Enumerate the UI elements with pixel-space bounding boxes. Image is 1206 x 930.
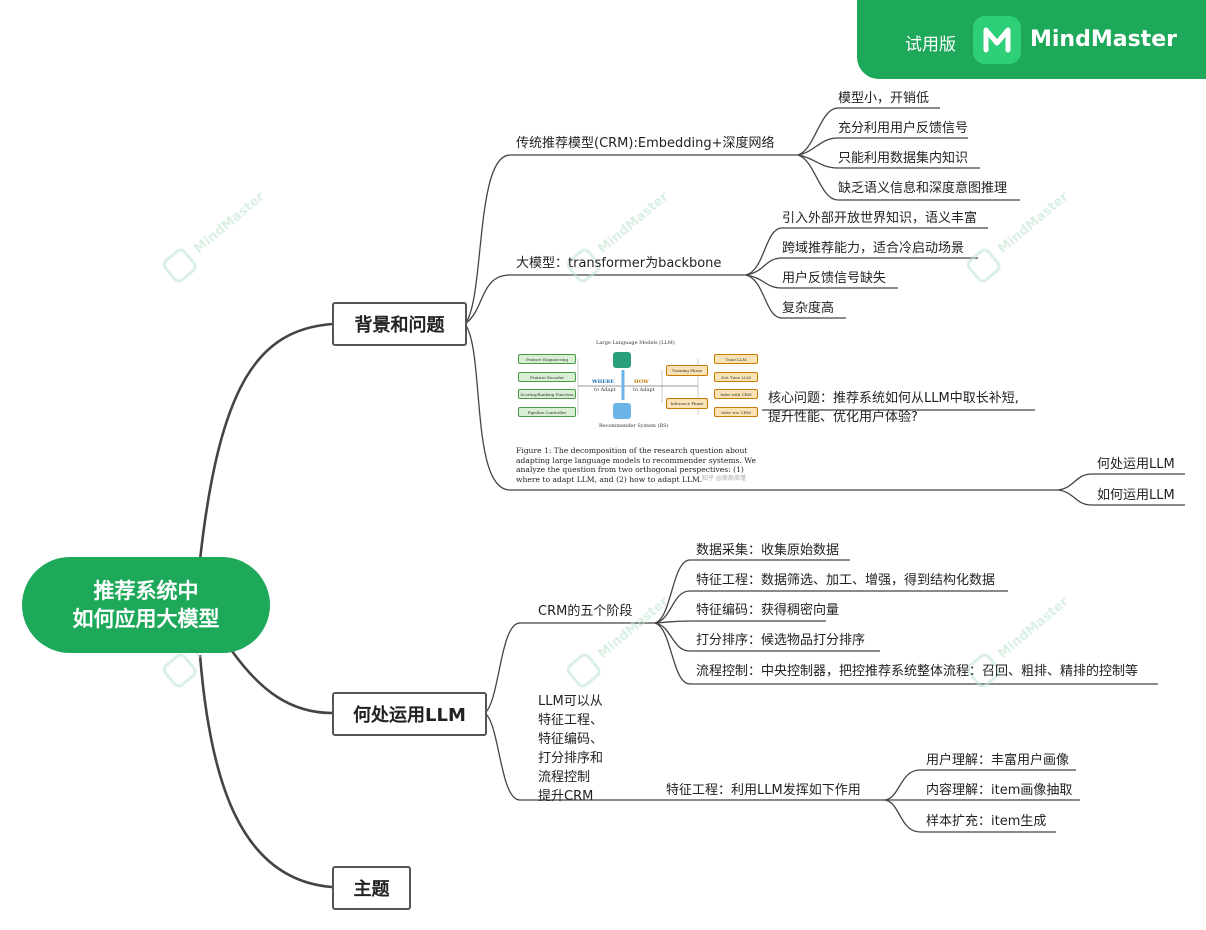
branch-topic-label: 主题 bbox=[353, 879, 390, 900]
branch-topic[interactable]: 主题 bbox=[332, 866, 411, 910]
trial-banner[interactable]: 试用版 MindMaster bbox=[857, 0, 1206, 79]
crm-topic[interactable]: 传统推荐模型(CRM):Embedding+深度网络 bbox=[516, 136, 775, 151]
figure-how-sub: to Adapt bbox=[633, 387, 655, 393]
figure-where-sub: to Adapt bbox=[594, 387, 616, 393]
llm-usage-line: 特征编码、 bbox=[538, 732, 604, 747]
feature-item[interactable]: 样本扩充：item生成 bbox=[926, 814, 1047, 829]
crm-item[interactable]: 缺乏语义信息和深度意图推理 bbox=[838, 181, 1008, 196]
figure-left-box: Scoring/Ranking Function bbox=[518, 389, 576, 399]
figure-diagram bbox=[577, 352, 699, 419]
background-sub-where[interactable]: 何处运用LLM bbox=[1097, 457, 1175, 472]
llm-item[interactable]: 引入外部开放世界知识，语义丰富 bbox=[782, 211, 978, 226]
central-topic-line1: 推荐系统中 bbox=[93, 579, 199, 603]
figure-phase-box: Inference Phase bbox=[666, 398, 708, 409]
crm-stages-topic[interactable]: CRM的五个阶段 bbox=[538, 604, 633, 619]
crm-stage-item[interactable]: 打分排序：候选物品打分排序 bbox=[696, 633, 866, 648]
central-topic[interactable]: 推荐系统中 如何应用大模型 bbox=[22, 557, 270, 653]
branch-where-llm-label: 何处运用LLM bbox=[353, 705, 466, 726]
llm-usage-line: LLM可以从 bbox=[538, 694, 603, 709]
crm-stage-item[interactable]: 特征工程：数据筛选、加工、增强，得到结构化数据 bbox=[696, 573, 996, 588]
figure-bottom-label: Recommender System (RS) bbox=[599, 423, 669, 429]
feature-engineering-topic[interactable]: 特征工程：利用LLM发挥如下作用 bbox=[666, 783, 861, 798]
llm-item[interactable]: 复杂度高 bbox=[782, 301, 835, 316]
paper-figure-image[interactable]: Large Language Models (LLM) Recommender … bbox=[512, 337, 762, 485]
branch-where-llm[interactable]: 何处运用LLM bbox=[332, 692, 487, 736]
core-question-line1[interactable]: 核心问题：推荐系统如何从LLM中取长补短, bbox=[768, 391, 1019, 406]
figure-left-box: Feature Engineering bbox=[518, 354, 576, 364]
figure-right-box: Infer with CRM bbox=[714, 389, 758, 399]
feature-item[interactable]: 用户理解：丰富用户画像 bbox=[926, 753, 1070, 768]
mindmaster-logo-icon bbox=[973, 16, 1021, 64]
central-topic-line2: 如何应用大模型 bbox=[72, 607, 220, 631]
llm-item[interactable]: 跨域推荐能力，适合冷启动场景 bbox=[782, 241, 965, 256]
figure-phase-box: Training Phase bbox=[666, 365, 708, 376]
figure-left-box: Feature Encoder bbox=[518, 372, 576, 382]
figure-where-label: WHERE bbox=[592, 379, 615, 385]
figure-right-box: Not Tune LLM bbox=[714, 372, 758, 382]
figure-right-box: Tune LLM bbox=[714, 354, 758, 364]
llm-usage-line: 流程控制 bbox=[538, 770, 591, 785]
crm-stage-item[interactable]: 流程控制：中央控制器，把控推荐系统整体流程：召回、粗排、精排的控制等 bbox=[696, 664, 1139, 679]
crm-stage-item[interactable]: 特征编码：获得稠密向量 bbox=[696, 603, 840, 618]
figure-left-box: Pipeline Controller bbox=[518, 407, 576, 417]
feature-item[interactable]: 内容理解：item画像抽取 bbox=[926, 783, 1073, 798]
branch-background-label: 背景和问题 bbox=[354, 315, 445, 336]
figure-top-label: Large Language Models (LLM) bbox=[596, 340, 675, 346]
figure-caption: Figure 1: The decomposition of the resea… bbox=[516, 446, 756, 484]
llm-usage-topic[interactable]: LLM可以从 特征工程、 特征编码、 打分排序和 流程控制 提升CRM bbox=[538, 692, 628, 806]
background-sub-how[interactable]: 如何运用LLM bbox=[1097, 488, 1175, 503]
crm-item[interactable]: 充分利用用户反馈信号 bbox=[838, 121, 969, 136]
llm-topic[interactable]: 大模型：transformer为backbone bbox=[516, 256, 722, 271]
crm-item[interactable]: 只能利用数据集内知识 bbox=[838, 151, 969, 166]
branch-background[interactable]: 背景和问题 bbox=[332, 302, 467, 346]
figure-source-mark: 知乎 @周周周瑾 bbox=[702, 475, 746, 482]
trial-label: 试用版 bbox=[905, 35, 956, 55]
core-question-line2[interactable]: 提升性能、优化用户体验? bbox=[768, 410, 918, 425]
llm-usage-line: 打分排序和 bbox=[538, 751, 604, 766]
figure-right-box: Infer w/o CRM bbox=[714, 407, 758, 417]
brand-name: MindMaster bbox=[1030, 27, 1177, 52]
llm-usage-line: 提升CRM bbox=[538, 789, 594, 804]
crm-stage-item[interactable]: 数据采集：收集原始数据 bbox=[696, 543, 840, 558]
llm-usage-line: 特征工程、 bbox=[538, 713, 604, 728]
figure-how-label: HOW bbox=[634, 379, 649, 385]
llm-item[interactable]: 用户反馈信号缺失 bbox=[782, 271, 887, 286]
crm-item[interactable]: 模型小，开销低 bbox=[838, 91, 930, 106]
